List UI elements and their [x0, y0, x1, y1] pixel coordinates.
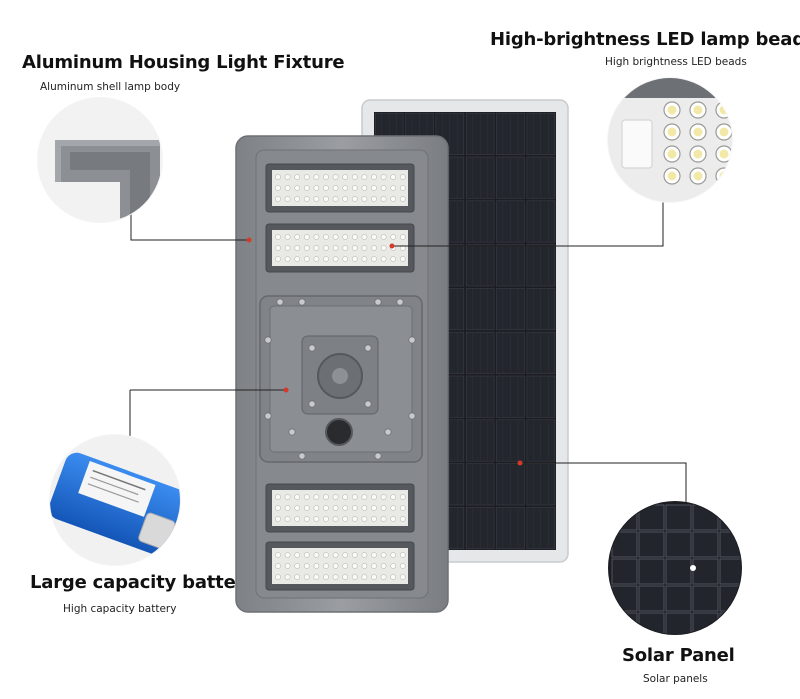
housing-title: Aluminum Housing Light Fixture [22, 52, 345, 73]
controller-box [259, 295, 423, 463]
solar-title: Solar Panel [622, 645, 735, 666]
led-subtitle: High brightness LED beads [605, 56, 747, 68]
battery-subtitle: High capacity battery [63, 603, 177, 615]
light-housing [235, 135, 449, 613]
solar-subtitle: Solar panels [643, 673, 708, 685]
callout-lines [129, 190, 687, 502]
led-title: High-brightness LED lamp beads [490, 29, 800, 50]
battery-title: Large capacity battery [30, 572, 256, 593]
housing-subtitle: Aluminum shell lamp body [40, 81, 181, 93]
callout-markers [246, 237, 523, 466]
led-modules [265, 163, 415, 591]
solar-detail-circle [608, 501, 742, 635]
housing-detail-circle [37, 97, 163, 223]
led-detail-circle [607, 77, 733, 203]
screws [264, 298, 416, 460]
battery-detail-circle [49, 434, 181, 566]
